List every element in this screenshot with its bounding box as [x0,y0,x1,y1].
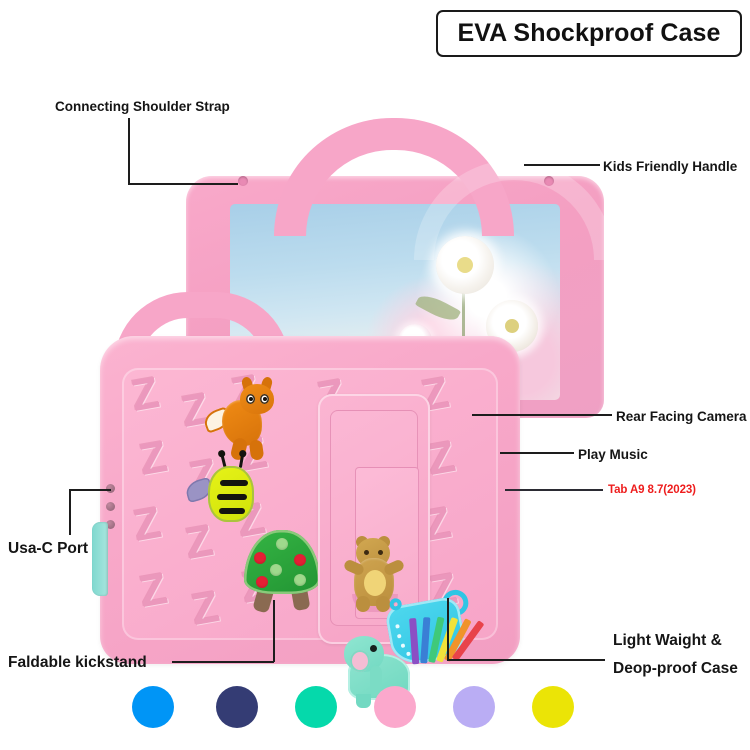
leader-line-strap-v [128,118,130,184]
bear-leg [376,596,390,612]
page-title: EVA Shockproof Case [436,10,742,57]
leader-line-usb-v [69,489,71,535]
leader-line-model-tag [505,489,603,491]
emboss-z: Z [187,582,223,635]
speaker-hole [106,484,115,493]
emboss-z: Z [135,564,171,617]
tree-ornament [294,574,306,586]
speaker-holes [106,484,115,538]
leader-line-weight-v [447,598,449,660]
figure-bear [342,536,412,612]
callout-kids-friendly-handle: Kids Friendly Handle [603,159,738,174]
callout-usb-c-port: Usa-C Port [8,540,89,557]
handle-highlight [414,160,614,260]
wallpaper-flower [486,300,538,352]
squirrel-eye [260,394,269,404]
emboss-z: Z [127,368,163,421]
bee-stripe [217,494,247,500]
leader-line-handle [524,164,600,166]
leader-line-kickstand-h [172,661,274,663]
tree-ornament [254,552,266,564]
back-panel-inner: Z Z Z Z Z Z Z Z Z Z Z Z Z Z Z Z Z [122,368,498,640]
tree-ornament [276,538,288,550]
tree-canopy [244,530,320,594]
leader-line-weight-h [447,659,605,661]
elephant-eye [370,645,377,652]
figure-squirrel [201,375,282,462]
tree-ornament [270,564,282,576]
callout-connecting-shoulder-strap: Connecting Shoulder Strap [55,99,230,114]
figure-christmas-tree [244,530,330,622]
strap-rivet-left [238,176,248,186]
bee-stripe [219,508,245,514]
color-swatch-mint[interactable] [295,686,337,728]
callout-lightweight-line-1: Light Waight & [613,632,722,649]
color-swatch-pink[interactable] [374,686,416,728]
leader-line-strap-h [128,183,238,185]
bear-eye [378,550,383,555]
elephant-leg [356,694,371,708]
bee-stripe [220,480,248,486]
leader-line-kickstand-v [273,600,275,662]
callout-model-tag: Tab A9 8.7(2023) [608,484,696,496]
figure-elephant [344,636,422,708]
back-case-body: Z Z Z Z Z Z Z Z Z Z Z Z Z Z Z Z Z [92,336,520,708]
tablet-front-view [186,118,614,418]
elephant-trunk [370,666,382,696]
bear-belly [364,570,386,596]
leader-line-camera [472,414,612,416]
teapot-dot [395,624,400,629]
tablet-back-view: Z Z Z Z Z Z Z Z Z Z Z Z Z Z Z Z Z [92,292,520,708]
callout-play-music: Play Music [578,447,648,462]
elephant-ear [350,650,370,672]
callout-rear-facing-camera: Rear Facing Camera [616,409,747,424]
callout-lightweight-line-2: Deop-proof Case [613,660,738,677]
bear-leg [356,596,370,612]
squirrel-eye [246,394,255,404]
usb-c-port-cutout [92,522,108,596]
color-swatch-navy[interactable] [216,686,258,728]
emboss-z: Z [135,432,171,485]
tree-ornament [256,576,268,588]
bee-antenna [238,453,244,469]
color-swatch-blue[interactable] [132,686,174,728]
strap-rivet-right [544,176,554,186]
bee-body [208,466,254,522]
bear-eye [364,550,369,555]
callout-foldable-kickstand: Faldable kickstand [8,654,147,671]
tree-ornament [294,554,306,566]
color-options-row [0,686,750,740]
figure-bee [183,453,266,530]
emboss-z: Z [129,498,165,551]
leader-line-usb-h [69,489,111,491]
front-carry-handle[interactable] [274,118,614,268]
color-swatch-lavender[interactable] [453,686,495,728]
color-swatch-yellow[interactable] [532,686,574,728]
leader-line-play-music [500,452,574,454]
speaker-hole [106,520,115,529]
speaker-hole [106,502,115,511]
